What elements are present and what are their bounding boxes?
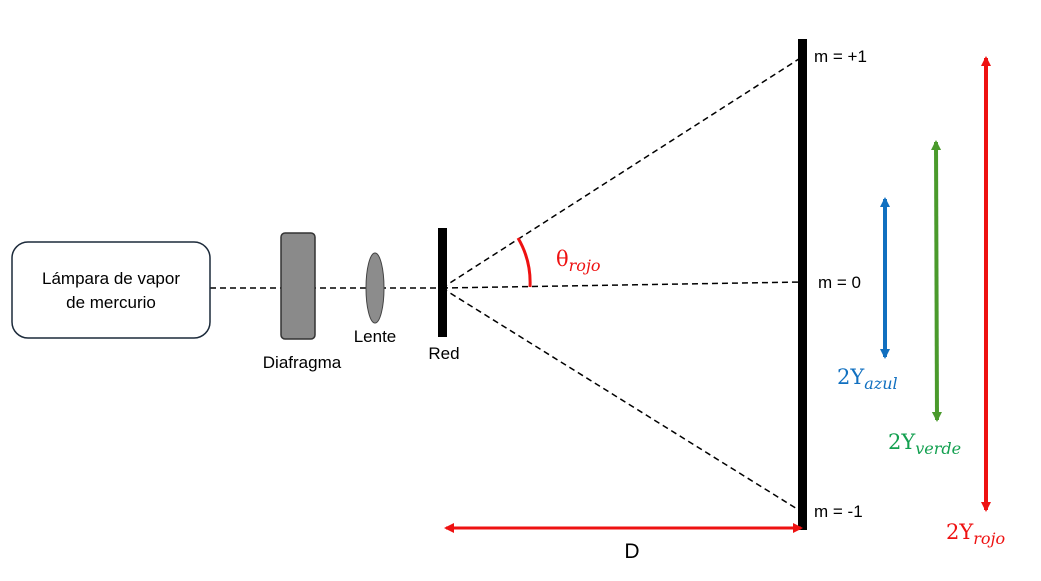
lamp-label-line1: Lámpara de vapor: [42, 269, 180, 288]
lens-label: Lente: [354, 327, 397, 346]
lens: [365, 252, 385, 324]
order-zero-label: m = 0: [818, 273, 861, 292]
angle-label: θrojo: [556, 247, 601, 275]
green-separation-label: 2Yverde: [888, 430, 961, 458]
ray-plus-one-order: [441, 56, 803, 289]
mercury-lamp-box: [11, 241, 211, 339]
lamp-label-line2: de mercurio: [66, 293, 156, 312]
screen: [798, 39, 807, 530]
ray-central-order: [441, 281, 803, 289]
distance-label: D: [624, 540, 639, 563]
diaphragm: [280, 232, 316, 340]
green-separation-arrow: [931, 140, 942, 422]
grating-label: Red: [428, 344, 459, 363]
order-minus-one-label: m = -1: [814, 502, 863, 521]
angle-arc: [516, 237, 532, 288]
red-separation-label: 2Yrojo: [946, 520, 1005, 548]
ray-minus-one-order: [441, 287, 803, 513]
blue-separation-label: 2Yazul: [837, 365, 898, 393]
order-plus-one-label: m = +1: [814, 47, 867, 66]
diaphragm-label: Diafragma: [263, 353, 342, 372]
diffraction-grating: [438, 228, 447, 337]
